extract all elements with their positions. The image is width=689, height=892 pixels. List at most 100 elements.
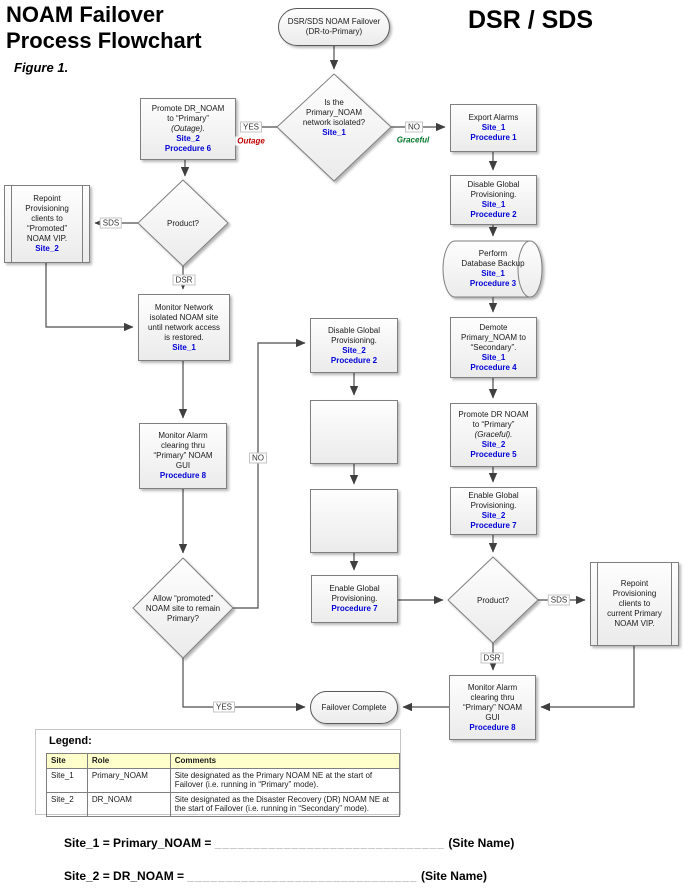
node-text-line: Is the [324, 98, 344, 107]
procedure-ref: Procedure 7 [470, 521, 517, 530]
node-disable-gp-right: Disable Global Provisioning. Site_1 Proc… [450, 175, 537, 225]
node-text-line: Enable Global [329, 584, 380, 593]
node-monitor-alarm-right: Monitor Alarm clearing thru “Primary” NO… [449, 675, 536, 740]
procedure-ref: Procedure 5 [470, 450, 517, 459]
node-product-right-label: Product? [453, 594, 533, 608]
edge-label-no: NO [405, 121, 423, 133]
node-text-line: clients to [31, 214, 63, 223]
node-text-line: Repoint [33, 194, 61, 203]
node-promote-dr-noam-graceful: Promote DR NOAM to “Primary” (Graceful).… [450, 403, 537, 467]
site-ref: Site_1 [322, 128, 346, 137]
legend-cell-role: Primary_NOAM [86, 767, 171, 793]
edge-repoint-to-monitor-network [45, 263, 134, 332]
procedure-ref: Procedure 2 [470, 210, 517, 219]
edge-label-graceful: Graceful [394, 135, 432, 145]
node-failover-complete: Failover Complete [310, 691, 398, 724]
procedure-ref: Procedure 4 [470, 362, 517, 372]
procedure-ref: Procedure 6 [164, 144, 212, 153]
legend-panel: Legend: Site Role Comments Site_1 Primar… [35, 729, 401, 817]
node-text-line: Provisioning. [331, 594, 378, 603]
node-promote-dr-noam-outage: Promote DR_NOAM to “Primary” (Outage). S… [140, 98, 236, 160]
footer-site1-blank: ______________________________ [214, 836, 445, 850]
legend-header-row: Site Role Comments [46, 753, 401, 769]
page-title-line1: NOAM Failover [6, 2, 164, 27]
procedure-ref: Procedure 8 [159, 471, 207, 480]
footer-site2-blank: ______________________________ [187, 869, 418, 883]
node-text-line: to “Primary” [167, 114, 209, 123]
legend-title: Legend: [49, 735, 92, 747]
node-text-line: Failover Complete [321, 702, 387, 712]
edge-label-outage: Outage [235, 136, 267, 146]
node-text-line: Allow “promoted” [152, 594, 214, 603]
node-text-line: Promote DR NOAM [458, 410, 529, 419]
node-disable-gp-mid: Disable Global Provisioning. Site_2 Proc… [310, 318, 398, 373]
node-text-line: Repoint [620, 579, 649, 588]
legend-header-role: Role [86, 753, 171, 769]
node-enable-gp-mid: Enable Global Provisioning. Procedure 7 [311, 575, 398, 623]
procedure-ref: Procedure 8 [469, 722, 516, 732]
legend-row: Site_1 Primary_NOAM Site designated as t… [46, 767, 401, 793]
product-title: DSR / SDS [468, 6, 594, 34]
footer-site2-suffix: (Site Name) [420, 869, 487, 883]
node-text-line: is restored. [164, 332, 204, 342]
node-text-line: (Graceful). [474, 430, 513, 439]
edge-label-no-up: NO [249, 452, 267, 464]
node-text-line: Provisioning. [470, 190, 517, 199]
node-text-line: until network access [147, 322, 221, 332]
legend-cell-role: DR_NOAM [86, 791, 171, 817]
node-text-line: Provisioning. [470, 501, 517, 510]
site-ref: Site_2 [481, 511, 506, 520]
node-text-line: NOAM VIP. [26, 234, 68, 243]
node-text-line: clearing thru [470, 692, 515, 702]
node-text-line: Enable Global [468, 491, 519, 500]
node-text-line: Primary_NOAM [305, 108, 362, 117]
legend-header-comments: Comments [169, 753, 401, 769]
node-text-line: Provisioning. [331, 335, 377, 345]
page-title-line2: Process Flowchart [6, 28, 202, 53]
node-text-line: Export Alarms [468, 113, 519, 122]
site-ref: Site_1 [481, 269, 505, 278]
node-start: DSR/SDS NOAM Failover (DR-to-Primary) [278, 8, 390, 46]
procedure-ref: Procedure 3 [469, 279, 517, 288]
node-text-line: isolated NOAM site [149, 312, 219, 322]
node-text-line: NOAM site to remain [145, 604, 221, 613]
node-text-line: Disable Global [467, 180, 520, 189]
procedure-ref: Procedure 7 [331, 604, 378, 613]
edge-label-dsr-right: DSR [480, 652, 504, 664]
node-text-line: NOAM VIP. [614, 619, 655, 628]
node-text-line: Primary? [166, 614, 199, 623]
node-text-line: to “Primary” [472, 420, 515, 429]
node-text-line: Perform [478, 249, 508, 258]
node-text-line: “Secondary”. [470, 342, 517, 352]
node-monitor-network-isolated: Monitor Network isolated NOAM site until… [138, 294, 230, 361]
edge-allow-no-up [233, 338, 306, 609]
node-text-line: Product? [166, 219, 200, 228]
node-text-line: (Outage). [171, 124, 205, 133]
node-demote-primary: Demote Primary_NOAM to “Secondary”. Site… [450, 317, 537, 378]
node-text-line: “Promoted” [26, 224, 67, 233]
node-text-line: Provisioning [612, 589, 657, 598]
procedure-ref: Procedure 2 [330, 355, 378, 365]
footer-site2-label: Site_2 = DR_NOAM = [64, 869, 185, 883]
node-text-line: clearing thru [160, 441, 206, 450]
cylinder-database-backup [442, 240, 543, 298]
node-text-line: Demote [479, 322, 508, 332]
edge-label-yes-complete: YES [212, 701, 236, 713]
node-text-line: Promote DR_NOAM [151, 104, 225, 113]
node-text-line: (DR-to-Primary) [305, 27, 363, 36]
edge-allow-yes-to-complete [182, 658, 306, 712]
legend-table: Site Role Comments Site_1 Primary_NOAM S… [46, 753, 401, 817]
node-export-alarms: Export Alarms Site_1 Procedure 1 [450, 104, 537, 152]
legend-header-site: Site [46, 753, 88, 769]
node-text-line: “Primary” NOAM [462, 702, 523, 712]
footer-site1-line: Site_1 = Primary_NOAM = ________________… [64, 836, 514, 850]
node-promote-original-back [310, 489, 398, 553]
node-text-line: network isolated? [302, 118, 366, 127]
legend-row: Site_2 DR_NOAM Site designated as the Di… [46, 791, 401, 817]
edge-label-dsr-left: DSR [172, 274, 196, 286]
site-ref: Site_2 [176, 134, 200, 143]
node-demote-promoted-back [310, 400, 398, 464]
node-monitor-alarm-left: Monitor Alarm clearing thru “Primary” NO… [139, 423, 227, 489]
node-repoint-promoted-vip: Repoint Provisioning clients to “Promote… [4, 185, 90, 263]
